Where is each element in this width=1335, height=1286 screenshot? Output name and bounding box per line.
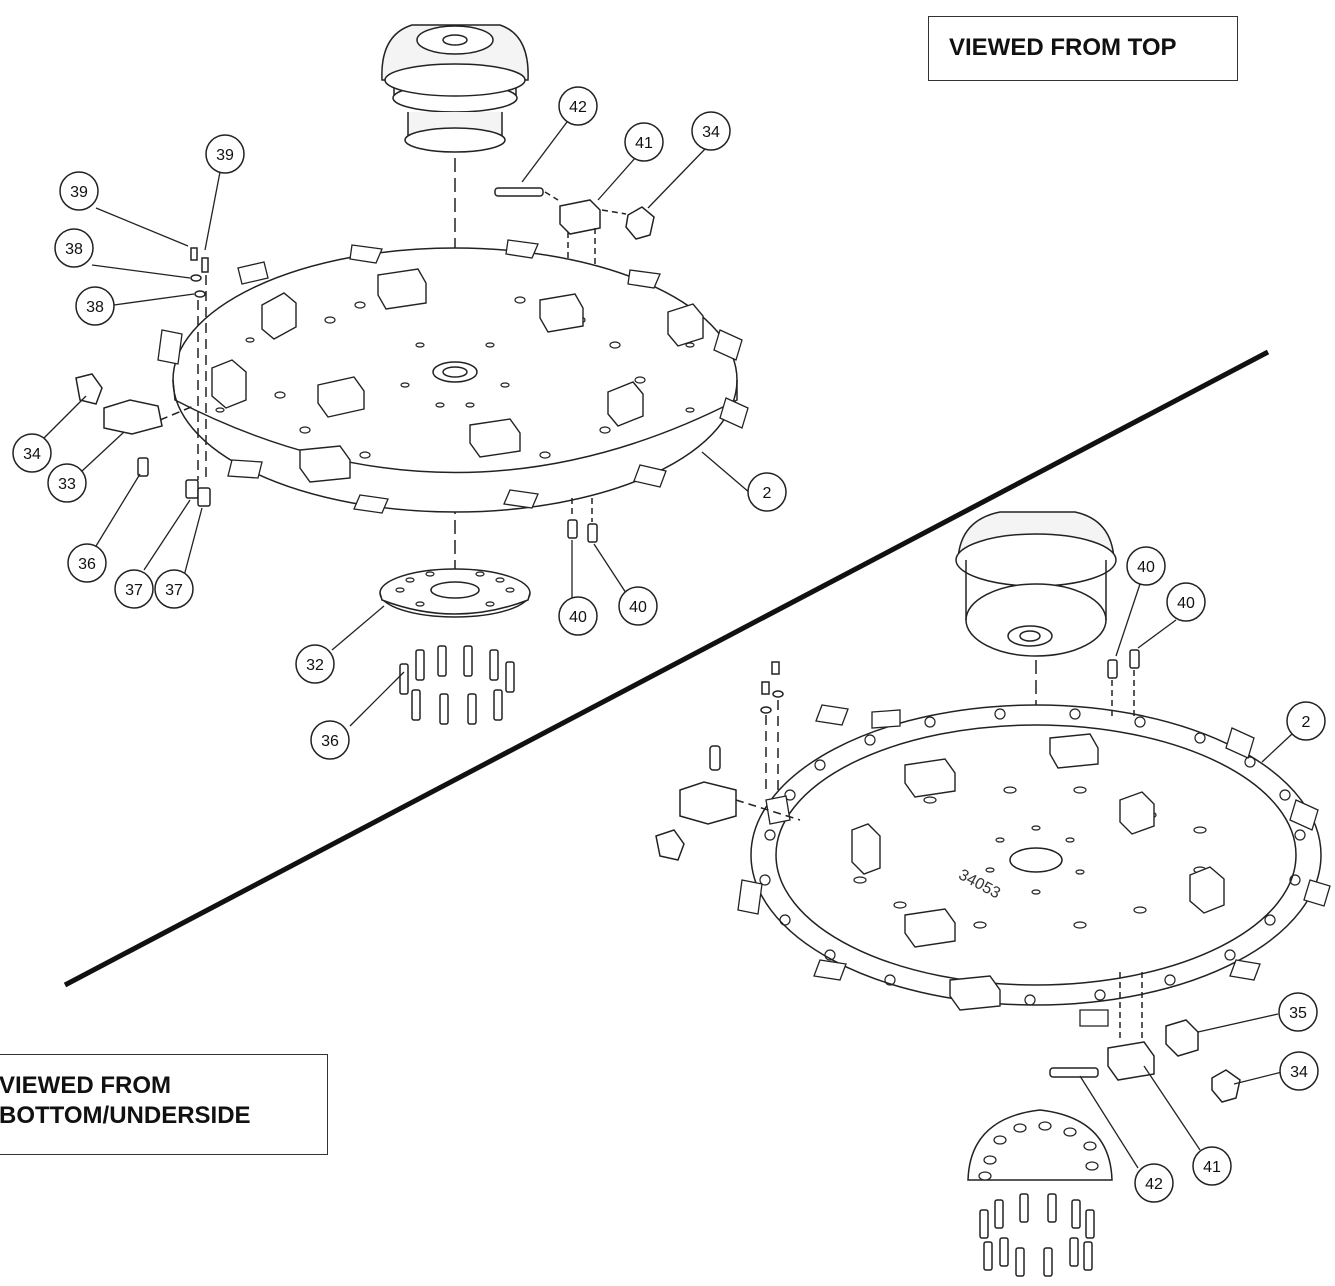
callout-40-top-b: 40 xyxy=(618,586,658,626)
svg-text:42: 42 xyxy=(1145,1176,1163,1193)
callout-leaders xyxy=(43,117,1293,1169)
callout-40-bottom-a: 40 xyxy=(1126,546,1166,586)
callout-2-bottom: 2 xyxy=(1286,701,1326,741)
callout-bubbles: 42 41 34 39 39 38 38 34 33 36 37 37 2 40… xyxy=(12,86,1326,1203)
bottom-rim-blades xyxy=(737,704,1331,1027)
svg-text:36: 36 xyxy=(78,556,96,573)
view-divider-line xyxy=(63,349,1270,988)
svg-text:35: 35 xyxy=(1289,1005,1307,1022)
bottom-view-label: VIEWED FROM BOTTOM/UNDERSIDE xyxy=(0,1054,328,1155)
callout-40-bottom-b: 40 xyxy=(1166,582,1206,622)
svg-text:37: 37 xyxy=(125,582,143,599)
svg-text:37: 37 xyxy=(165,582,183,599)
svg-text:40: 40 xyxy=(569,609,587,626)
bottom-view-assembly: 34053 xyxy=(655,511,1331,1277)
svg-text:32: 32 xyxy=(306,657,324,674)
callout-35-bottom: 35 xyxy=(1278,992,1318,1032)
callout-32-top: 32 xyxy=(295,644,335,684)
svg-text:40: 40 xyxy=(1177,595,1195,612)
callout-37-top-b: 37 xyxy=(154,569,194,609)
callout-36-top: 36 xyxy=(310,720,350,760)
top-disc-mount-blocks xyxy=(211,268,704,483)
svg-text:2: 2 xyxy=(1302,714,1311,731)
callout-34-top: 34 xyxy=(691,111,731,151)
svg-text:41: 41 xyxy=(635,135,653,152)
callout-41-top: 41 xyxy=(624,122,664,162)
callout-2-top: 2 xyxy=(747,472,787,512)
callout-39-top-a: 39 xyxy=(205,134,245,174)
callout-42-bottom: 42 xyxy=(1134,1163,1174,1203)
bottom-bolts-40 xyxy=(1107,649,1140,720)
bottom-bolt-set xyxy=(979,1193,1095,1277)
svg-text:40: 40 xyxy=(629,599,647,616)
svg-text:42: 42 xyxy=(569,99,587,116)
callout-40-top-a: 40 xyxy=(558,596,598,636)
top-view-assembly xyxy=(75,24,749,725)
callout-33-top: 33 xyxy=(47,463,87,503)
bottom-plate-and-bolts xyxy=(967,1109,1113,1277)
callout-38-top-b: 38 xyxy=(75,286,115,326)
top-gearbox-drive xyxy=(381,24,529,153)
top-left-exploded-hardware xyxy=(75,247,211,507)
bottom-view-label-line2: BOTTOM/UNDERSIDE xyxy=(0,1102,251,1129)
callout-39-top-b: 39 xyxy=(59,171,99,211)
bottom-disc-mount-blocks xyxy=(851,733,1225,1011)
callout-38-top-a: 38 xyxy=(54,228,94,268)
svg-text:38: 38 xyxy=(65,241,83,258)
bottom-disc-holes xyxy=(853,786,1207,929)
svg-text:34: 34 xyxy=(702,124,720,141)
svg-text:40: 40 xyxy=(1137,559,1155,576)
callout-34-bottom: 34 xyxy=(1279,1051,1319,1091)
top-plate-32-and-bolts xyxy=(379,568,531,725)
svg-text:39: 39 xyxy=(216,147,234,164)
svg-text:34: 34 xyxy=(23,446,41,463)
top-view-label-text: VIEWED FROM TOP xyxy=(949,34,1177,61)
svg-text:41: 41 xyxy=(1203,1159,1221,1176)
top-exploded-parts-42-41-34 xyxy=(494,187,655,268)
top-bolts-40 xyxy=(567,498,598,543)
top-main-disc xyxy=(172,247,738,513)
svg-text:33: 33 xyxy=(58,476,76,493)
bottom-gearbox-drive xyxy=(955,511,1117,657)
svg-text:2: 2 xyxy=(763,485,772,502)
callout-37-top-a: 37 xyxy=(114,569,154,609)
callout-34-top-left: 34 xyxy=(12,433,52,473)
top-rim-blades xyxy=(157,239,749,514)
bottom-left-exploded-hardware xyxy=(655,661,801,861)
top-view-label: VIEWED FROM TOP xyxy=(928,16,1238,81)
svg-text:36: 36 xyxy=(321,733,339,750)
svg-text:38: 38 xyxy=(86,299,104,316)
bottom-view-label-line1: VIEWED FROM xyxy=(0,1072,171,1099)
bottom-exploded-parts xyxy=(1049,972,1241,1103)
svg-text:34: 34 xyxy=(1290,1064,1308,1081)
svg-text:39: 39 xyxy=(70,184,88,201)
callout-42-top: 42 xyxy=(558,86,598,126)
top-bolt-set-36 xyxy=(399,645,515,725)
callout-36-top-left: 36 xyxy=(67,543,107,583)
callout-41-bottom: 41 xyxy=(1192,1146,1232,1186)
